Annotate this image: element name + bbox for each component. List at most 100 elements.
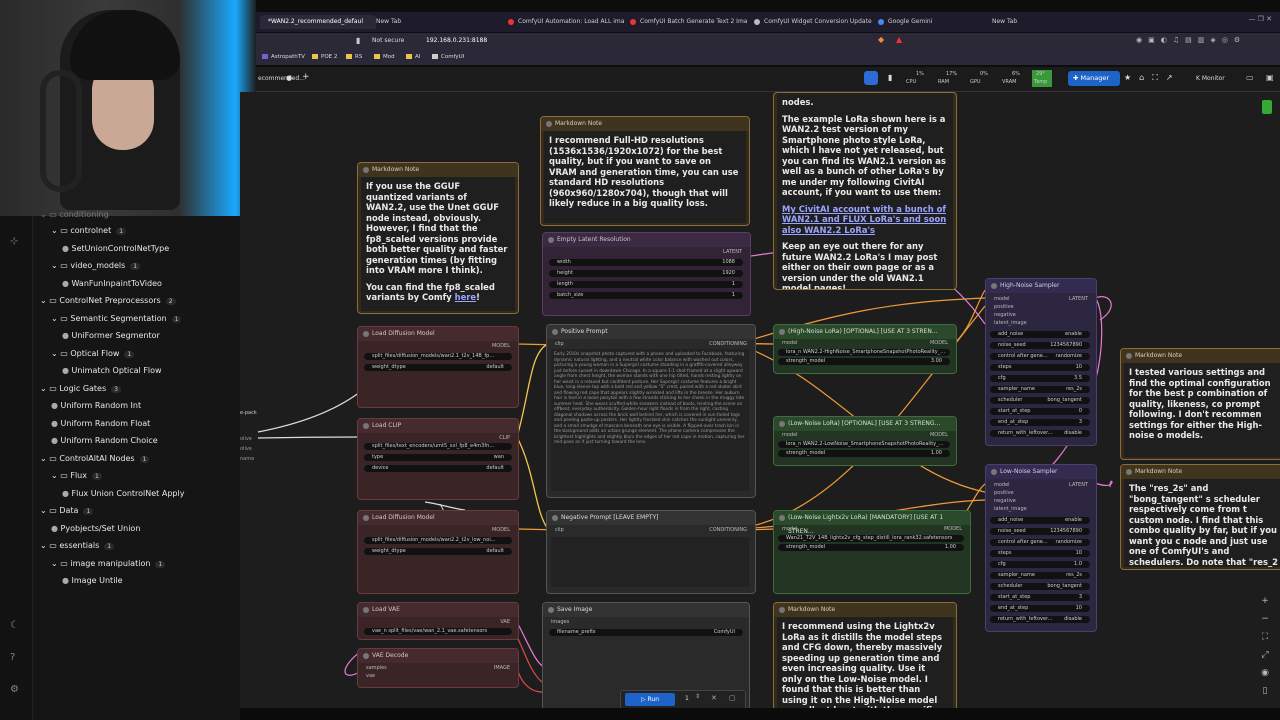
pin-icon[interactable]: ▮ [888, 73, 893, 82]
tree-node-item[interactable]: ● WanFunInpaintToVideo [62, 279, 162, 288]
tree-node-item[interactable]: ● Uniform Random Int [51, 401, 141, 410]
vae-decode-node[interactable]: VAE Decode samples vae IMAGE [357, 648, 519, 688]
settings-gear-icon[interactable]: ⚙ [10, 684, 19, 695]
node-canvas[interactable]: e-pack olive olive name Markdown Note If… [240, 92, 1280, 708]
run-button[interactable]: ▷ Run [625, 693, 675, 706]
tree-node-item[interactable]: ● UniFormer Segmentor [62, 331, 160, 340]
markdown-note-settings[interactable]: Markdown Note I tested various settings … [1120, 348, 1280, 460]
markdown-note-gguf[interactable]: Markdown Note If you use the GGUF quanti… [357, 162, 519, 314]
sampler-widget[interactable]: return_with_leftover...disable [990, 430, 1090, 437]
input-slot[interactable]: vae [366, 673, 376, 679]
tree-node-item[interactable]: ● Unimatch Optical Flow [62, 366, 162, 375]
load-clip-node[interactable]: Load CLIP CLIP split_files/text_encoders… [357, 418, 519, 500]
browser-tab[interactable]: Google Gemini [870, 15, 988, 29]
brave-shield-icon[interactable]: ◆ [878, 35, 885, 44]
output-slot[interactable]: LATENT [1069, 296, 1088, 302]
input-slot[interactable]: model [994, 296, 1010, 302]
lora-name-widget[interactable]: lora_n WAN2.2-HighNoise_SmartphoneSnapsh… [778, 349, 950, 356]
input-slot[interactable]: model [782, 526, 798, 532]
bookmark-item[interactable]: POE 2 [312, 54, 337, 60]
input-slot[interactable]: model [994, 482, 1010, 488]
input-slot[interactable]: images [551, 619, 570, 625]
markdown-note-sampler[interactable]: Markdown Note The "res_2s" and "bong_tan… [1120, 464, 1280, 570]
add-tab-icon[interactable]: + [302, 72, 310, 82]
output-slot[interactable]: MODEL [943, 526, 962, 532]
input-slot[interactable]: model [782, 432, 798, 438]
tree-node-item[interactable]: ● Uniform Random Choice [51, 436, 158, 445]
input-slot[interactable]: latent_image [994, 320, 1027, 326]
markdown-note-lora-info[interactable]: nodes. The example LoRa shown here is a … [773, 92, 957, 290]
load-diffusion-model-node[interactable]: Load Diffusion Model MODEL split_files/d… [357, 326, 519, 408]
load-vae-node[interactable]: Load VAE VAE vae_n split_files/vae/wan_2… [357, 602, 519, 640]
monitor-button[interactable]: K Monitor [1196, 75, 1225, 82]
bookmark-item[interactable]: ComfyUI [432, 54, 464, 60]
input-slot[interactable]: latent_image [994, 506, 1027, 512]
output-slot[interactable]: IMAGE [493, 665, 510, 671]
input-slot[interactable]: samples [366, 665, 387, 671]
extension-icons[interactable]: ◉▣◐♫▤▥◈◎⚙ [1136, 36, 1247, 44]
tree-node-item[interactable]: ● Pyobjects/Set Union [51, 524, 140, 533]
model-name-widget[interactable]: split_files/diffusion_models/wan2.1_t2v_… [364, 353, 512, 360]
theme-moon-icon[interactable]: ☾ [10, 620, 19, 631]
tree-node-item[interactable]: ● Image Untile [62, 576, 123, 585]
lora-name-widget[interactable]: Wan21_T2V_14B_lightx2v_cfg_step_distill_… [778, 535, 964, 542]
high-noise-lora-node[interactable]: (High-Noise LoRa) [OPTIONAL] [USE AT 3 S… [773, 324, 957, 374]
canvas-controls[interactable]: +−⛶⤢◉▯ [1261, 596, 1269, 696]
toolbar-icons[interactable]: ★⌂⛶↗ [1124, 73, 1181, 82]
sampler-widget[interactable]: control after gene...randomize [990, 353, 1090, 360]
browser-tab[interactable]: ComfyUI Batch Generate Text 2 Ima [622, 15, 754, 29]
panel-icon[interactable]: ▭ [1246, 73, 1254, 82]
output-slot[interactable]: CONDITIONING [709, 341, 747, 347]
low-noise-sampler-node[interactable]: Low-Noise Sampler model positive negativ… [985, 464, 1097, 632]
output-slot[interactable]: MODEL [929, 432, 948, 438]
prompt-textarea[interactable] [551, 537, 749, 587]
security-label[interactable]: Not secure [372, 37, 405, 44]
markdown-note-lightx2v[interactable]: Markdown Note I recommend using the Ligh… [773, 602, 957, 708]
browser-tab[interactable]: ComfyUI Automation: Load ALL ima [500, 15, 632, 29]
output-slot[interactable]: VAE [500, 619, 510, 625]
output-slot[interactable]: LATENT [723, 249, 742, 255]
tree-node-item[interactable]: ● Uniform Random Float [51, 419, 150, 428]
input-slot[interactable]: positive [994, 304, 1014, 310]
bookmark-item[interactable]: RS [346, 54, 362, 60]
browser-tab[interactable]: New Tab [992, 18, 1018, 25]
bookmark-item[interactable]: AI [406, 54, 420, 60]
output-slot[interactable]: MODEL [491, 527, 510, 533]
vae-name-widget[interactable]: vae_n split_files/vae/wan_2.1_vae.safete… [364, 628, 512, 635]
browser-tab[interactable]: ComfyUI Widget Conversion Update [746, 15, 878, 29]
input-slot[interactable]: negative [994, 498, 1016, 504]
lora-name-widget[interactable]: lora_n WAN2.2-LowNoise_SmartphoneSnapsho… [778, 441, 950, 448]
window-controls[interactable]: — ❐ ✕ [1248, 15, 1272, 23]
sampler-widget[interactable]: return_with_leftover...disable [990, 616, 1090, 623]
manager-button[interactable]: ✚ Manager [1068, 71, 1120, 86]
input-slot[interactable]: model [782, 340, 798, 346]
input-slot[interactable]: negative [994, 312, 1016, 318]
stop-icon[interactable]: ▢ [729, 694, 736, 702]
tree-node-item[interactable]: ● Flux Union ControlNet Apply [62, 489, 184, 498]
